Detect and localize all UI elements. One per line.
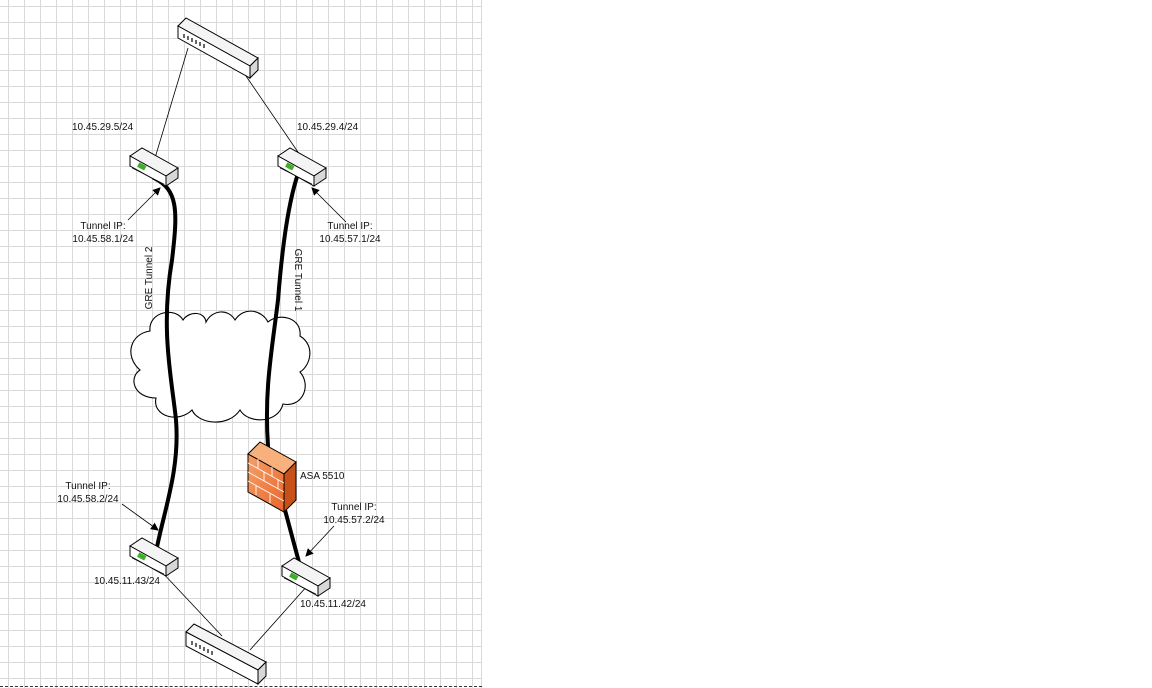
ip-label-router-top-right: 10.45.29.4/24 [297,122,359,133]
tunnel-ip-bottom-right: 10.45.57.2/24 [323,515,385,526]
firewall-icon [247,441,297,514]
arrow-tunnel-top-left [127,187,161,221]
tunnel-ip-bottom-left: 10.45.58.2/24 [57,494,119,505]
cloud-icon [130,310,311,423]
gre-tunnel-2-label: GRE Tunnel 2 [144,246,155,310]
gre-tunnel-1-label: GRE Tunnel 1 [292,248,303,312]
ip-label-router-top-left: 10.45.29.5/24 [72,122,134,133]
tunnel-label-bottom-right: Tunnel IP: 10.45.57.2/24 [322,501,386,527]
arrow-tunnel-bottom-left [121,503,159,531]
tunnel-title-bottom-right: Tunnel IP: [331,502,377,513]
tunnel-title-top-right: Tunnel IP: [327,221,373,232]
firewall-label: ASA 5510 [300,471,345,482]
tunnel-ip-arrows [121,187,347,557]
link-router-switch-right [249,584,309,651]
tunnel-title-top-left: Tunnel IP: [80,221,126,232]
page-break-line [0,686,482,687]
arrow-tunnel-top-right [311,187,347,223]
ip-label-router-bottom-right: 10.45.11.42/24 [300,599,366,610]
gre-tunnel-2-line [152,176,179,554]
router-top-left-icon [129,147,179,187]
tunnel-ip-top-left: 10.45.58.1/24 [72,234,134,245]
switch-bottom-icon [185,623,267,686]
tunnel-title-bottom-left: Tunnel IP: [65,481,111,492]
link-lines [154,47,309,651]
link-router-switch-left [159,569,223,637]
tunnel-label-top-left: Tunnel IP: 10.45.58.1/24 [72,220,134,246]
arrow-tunnel-bottom-right [305,525,335,557]
network-diagram [121,17,347,686]
ip-label-router-bottom-left: 10.45.11.43/24 [94,576,160,587]
tunnel-label-bottom-left: Tunnel IP: 10.45.58.2/24 [56,480,120,506]
router-bottom-right-icon [281,557,331,597]
canvas-edge [481,0,482,688]
tunnel-label-top-right: Tunnel IP: 10.45.57.1/24 [318,220,382,246]
tunnel-ip-top-right: 10.45.57.1/24 [319,234,381,245]
router-bottom-left-icon [129,537,179,577]
link-switch-router-left [154,47,189,159]
router-top-right-icon [277,147,327,187]
link-switch-router-right [245,75,303,159]
gre-tunnel-1-line-lower [283,508,302,568]
switch-top-icon [177,17,259,80]
gre-tunnel-1-line [264,166,302,448]
